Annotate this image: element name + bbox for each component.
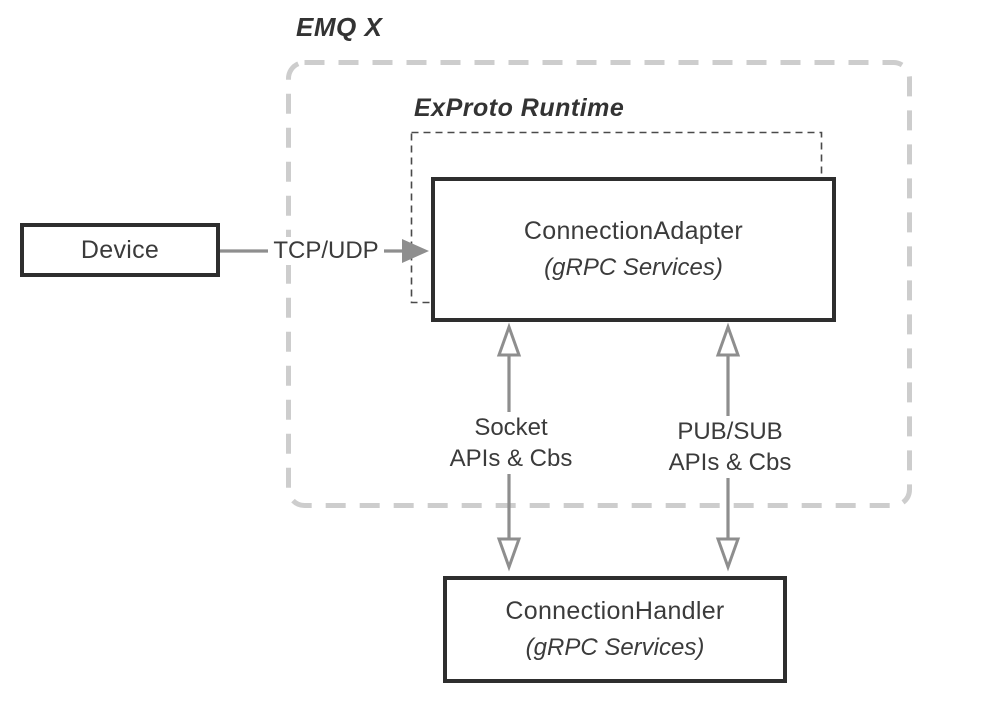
pubsub-edge-label-line2: APIs & Cbs [668,449,792,476]
connection-handler-label: ConnectionHandler [505,597,725,625]
socket-down-arrowhead-icon [496,537,522,572]
pubsub-down-arrowhead-icon [715,537,741,572]
emqx-group-title: EMQ X [296,12,383,42]
socket-edge-label: Socket APIs & Cbs [441,412,581,474]
pubsub-edge-label: PUB/SUB APIs & Cbs [660,416,800,478]
device-node: Device [20,223,220,277]
emqx-group-boundary [286,60,912,508]
connection-handler-node: ConnectionHandler (gRPC Services) [443,576,787,683]
pubsub-edge-label-line1: PUB/SUB [677,418,783,445]
connection-handler-sublabel: (gRPC Services) [525,634,705,661]
socket-up-arrowhead-icon [496,322,522,357]
pubsub-up-arrowhead-icon [715,322,741,357]
device-node-label: Device [80,236,160,264]
connection-adapter-node: ConnectionAdapter (gRPC Services) [431,177,836,322]
connection-adapter-sublabel: (gRPC Services) [544,254,723,281]
socket-edge-label-line2: APIs & Cbs [449,445,573,472]
connection-adapter-label: ConnectionAdapter [523,217,744,245]
tcp-udp-arrowhead-icon [402,239,429,263]
tcp-udp-edge-label: TCP/UDP [268,237,384,265]
socket-edge-label-line1: Socket [474,414,548,441]
exproto-runtime-title: ExProto Runtime [414,94,625,122]
